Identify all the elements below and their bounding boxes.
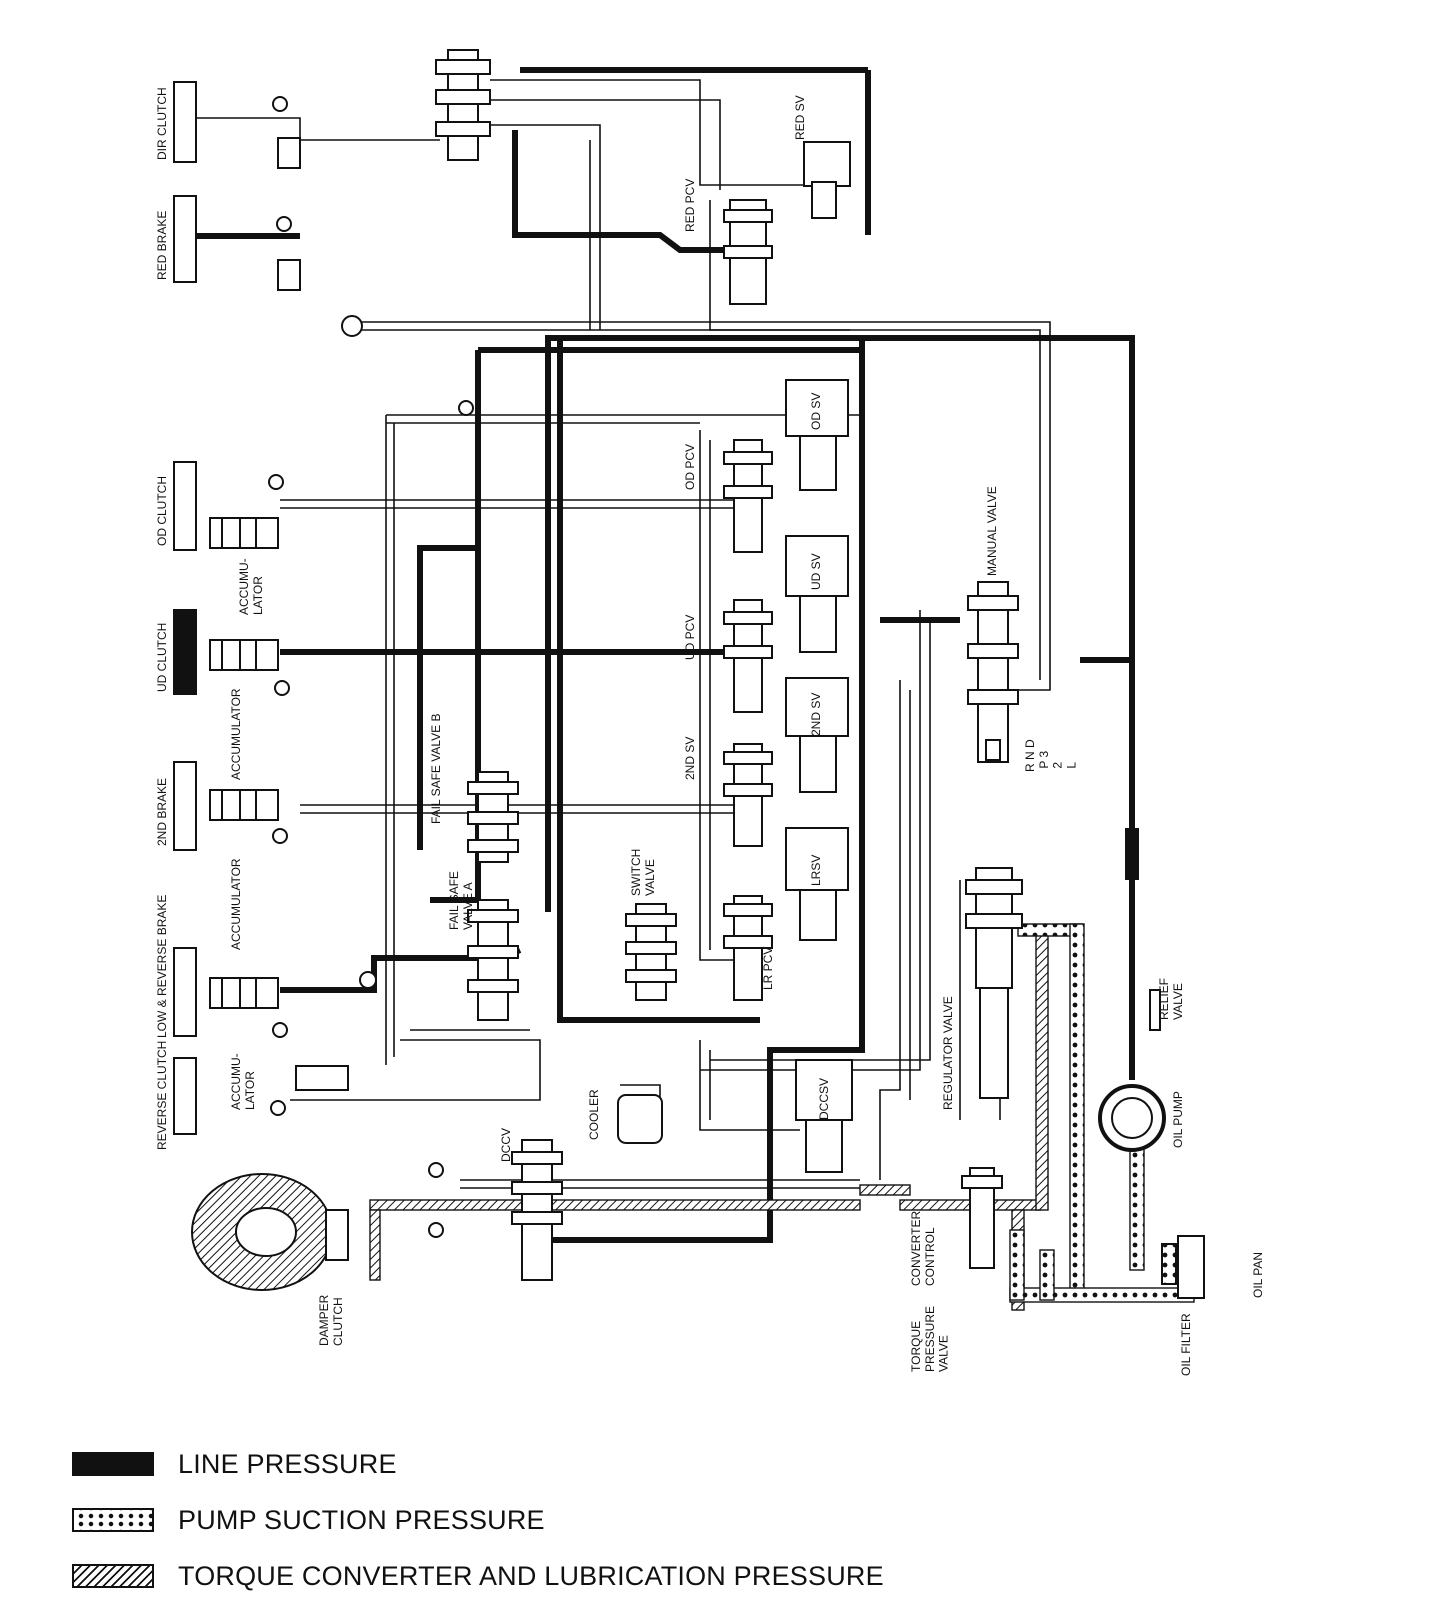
- legend-line-pressure: LINE PRESSURE: [72, 1436, 972, 1492]
- od-clutch-label: OD CLUTCH: [155, 476, 169, 546]
- regulator-valve-label: REGULATOR VALVE: [941, 996, 955, 1110]
- lrsv-label: LRSV: [809, 855, 823, 886]
- second-sv-label-a: 2ND SV: [809, 693, 823, 736]
- torque-pressure-valve-label: TORQUEPRESSUREVALVE: [909, 1306, 951, 1372]
- hydraulic-circuit-diagram: DIR CLUTCH RED BRAKE OD CLUTCH UD CLUTCH…: [155, 49, 1265, 1376]
- legend: LINE PRESSURE PUMP SUCTION PRESSURE TORQ…: [72, 1436, 972, 1604]
- oil-pump-gear: [1111, 1097, 1153, 1139]
- legend-torque-lube: TORQUE CONVERTER AND LUBRICATION PRESSUR…: [72, 1548, 972, 1604]
- torque-lube-label: TORQUE CONVERTER AND LUBRICATION PRESSUR…: [178, 1560, 884, 1591]
- oil-pump-label: OIL PUMP: [1171, 1091, 1185, 1148]
- accumulator-label-1: ACCUMU-LATOR: [237, 558, 265, 615]
- switch-valve-label: SWITCHVALVE: [629, 849, 657, 896]
- fail-safe-b-label: FAIL SAFE VALVE B: [429, 714, 443, 825]
- reverse-clutch-label: REVERSE CLUTCH: [155, 1041, 169, 1150]
- oil-pan-label: OIL PAN: [1251, 1252, 1265, 1298]
- dccsv-label: DCCSV: [817, 1078, 831, 1120]
- red-sv-label: RED SV: [793, 95, 807, 140]
- torque-converter: [191, 1173, 349, 1291]
- relief-valve-label: RELIEFVALVE: [1157, 978, 1185, 1020]
- ud-sv-label: UD SV: [809, 553, 823, 590]
- accumulators: [209, 96, 474, 1238]
- damper-clutch-label: DAMPERCLUTCH: [317, 1294, 345, 1346]
- pump-suction-label: PUMP SUCTION PRESSURE: [178, 1504, 545, 1535]
- manual-valve-label: MANUAL VALVE: [985, 486, 999, 576]
- clutch-brake-pistons: [173, 81, 197, 1135]
- red-pcv-label: RED PCV: [683, 179, 697, 232]
- line-pressure-circuit: [196, 67, 1139, 1243]
- accumulator-label-2: ACCUMULATOR: [229, 688, 243, 780]
- lr-pcv-label: LR PCV: [761, 947, 775, 990]
- od-pcv-label: OD PCV: [683, 444, 697, 490]
- shift-positions-label: R N D P 3 2 L: [1023, 739, 1078, 772]
- low-reverse-brake-label: LOW & REVERSE BRAKE: [155, 895, 169, 1038]
- ud-pcv-label: UD PCV: [683, 615, 697, 660]
- oil-filter-label: OIL FILTER: [1179, 1313, 1193, 1376]
- ud-clutch-label: UD CLUTCH: [155, 623, 169, 692]
- fail-safe-a-label: FAIL SAFEVALVE A: [447, 871, 475, 930]
- accumulator-label-3: ACCUMULATOR: [229, 858, 243, 950]
- od-sv-label: OD SV: [809, 393, 823, 430]
- second-sv-label-b: 2ND SV: [683, 737, 697, 780]
- oil-pump: [1098, 1084, 1166, 1152]
- component-labels: DIR CLUTCH RED BRAKE OD CLUTCH UD CLUTCH…: [155, 87, 1265, 1376]
- accumulator-label-4: ACCUMU-LATOR: [229, 1053, 257, 1110]
- legend-pump-suction: PUMP SUCTION PRESSURE: [72, 1492, 972, 1548]
- line-pressure-label: LINE PRESSURE: [178, 1448, 397, 1479]
- pump-suction-swatch: [72, 1508, 154, 1532]
- dccv-label: DCCV: [499, 1128, 513, 1162]
- red-brake-label: RED BRAKE: [155, 211, 169, 280]
- pump-suction-circuit: [1009, 923, 1195, 1303]
- dir-clutch-label: DIR CLUTCH: [155, 87, 169, 160]
- valve-bodies: [435, 49, 1205, 1299]
- torque-lube-swatch: [72, 1564, 154, 1588]
- second-brake-label: 2ND BRAKE: [155, 778, 169, 846]
- converter-control-label: CONVERTERCONTROL: [909, 1211, 937, 1286]
- line-pressure-swatch: [72, 1452, 154, 1476]
- cooler-label: COOLER: [587, 1089, 601, 1140]
